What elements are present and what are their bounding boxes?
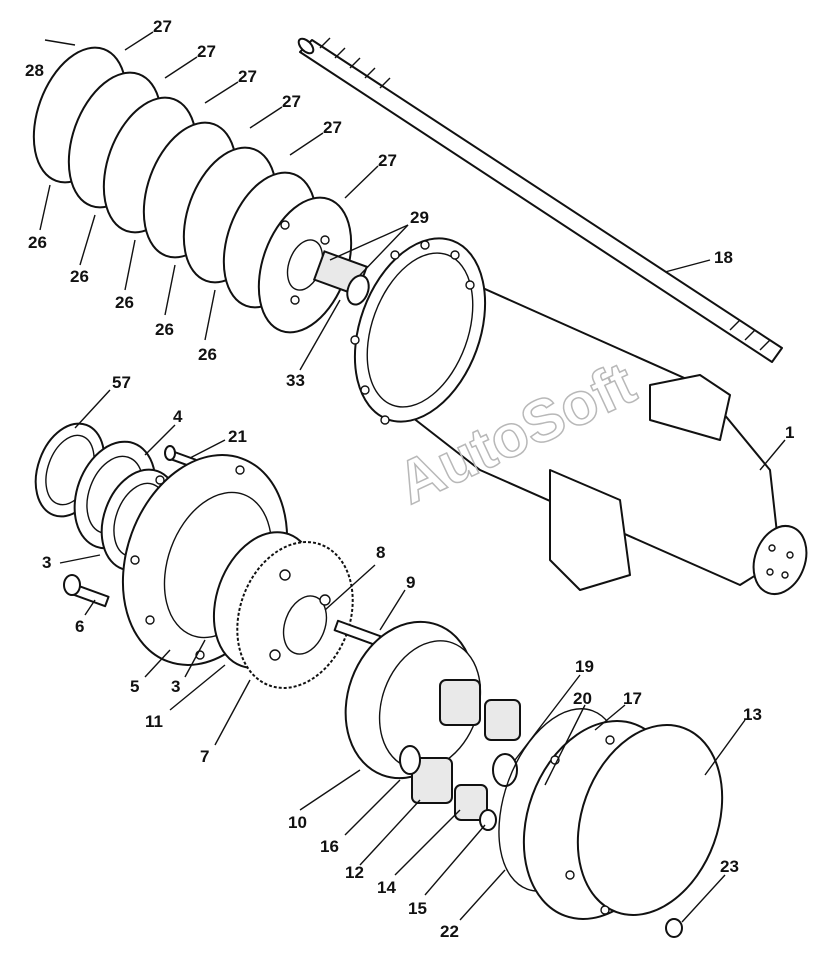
callout-20: 20 [573, 689, 592, 708]
callout-11: 11 [145, 712, 163, 731]
callout-26: 26 [70, 267, 89, 286]
callout-16: 16 [320, 837, 339, 856]
callout-12: 12 [345, 863, 364, 882]
callout-23: 23 [720, 857, 739, 876]
callout-57: 57 [112, 373, 131, 392]
callout-27: 27 [153, 17, 172, 36]
callout-27: 27 [282, 92, 301, 111]
callout-15: 15 [408, 899, 427, 918]
callout-26: 26 [155, 320, 174, 339]
callout-19: 19 [575, 657, 594, 676]
callout-33: 33 [286, 371, 305, 390]
callout-13: 13 [743, 705, 762, 724]
callout-3: 3 [42, 553, 51, 572]
callout-4: 4 [173, 407, 183, 426]
callout-17: 17 [623, 689, 642, 708]
leader-lines [39, 31, 786, 923]
callout-14: 14 [377, 878, 396, 897]
planet-carrier [212, 531, 354, 689]
callout-9: 9 [406, 573, 415, 592]
planet-gear-set [344, 620, 555, 831]
callout-27: 27 [197, 42, 216, 61]
callout-27: 27 [323, 118, 342, 137]
hub-cover [498, 708, 724, 938]
callout-8: 8 [376, 543, 385, 562]
callout-3: 3 [171, 677, 180, 696]
callout-26: 26 [198, 345, 217, 364]
callout-22: 22 [440, 922, 459, 941]
callout-1: 1 [785, 423, 794, 442]
spline-hub [312, 250, 370, 306]
axle-housing [350, 237, 808, 595]
callout-26: 26 [115, 293, 134, 312]
callouts: 27 27 27 27 27 27 29 28 26 26 26 26 26 2… [25, 17, 794, 941]
callout-26: 26 [28, 233, 47, 252]
callout-5: 5 [130, 677, 139, 696]
callout-27: 27 [238, 67, 257, 86]
brake-disc-stack [32, 39, 353, 334]
callout-28: 28 [25, 61, 44, 80]
callout-18: 18 [714, 248, 733, 267]
axle-shaft [297, 37, 783, 363]
callout-27: 27 [378, 151, 397, 170]
callout-29: 29 [410, 208, 429, 227]
callout-6: 6 [75, 617, 84, 636]
callout-7: 7 [200, 747, 209, 766]
callout-10: 10 [288, 813, 307, 832]
callout-21: 21 [228, 427, 247, 446]
